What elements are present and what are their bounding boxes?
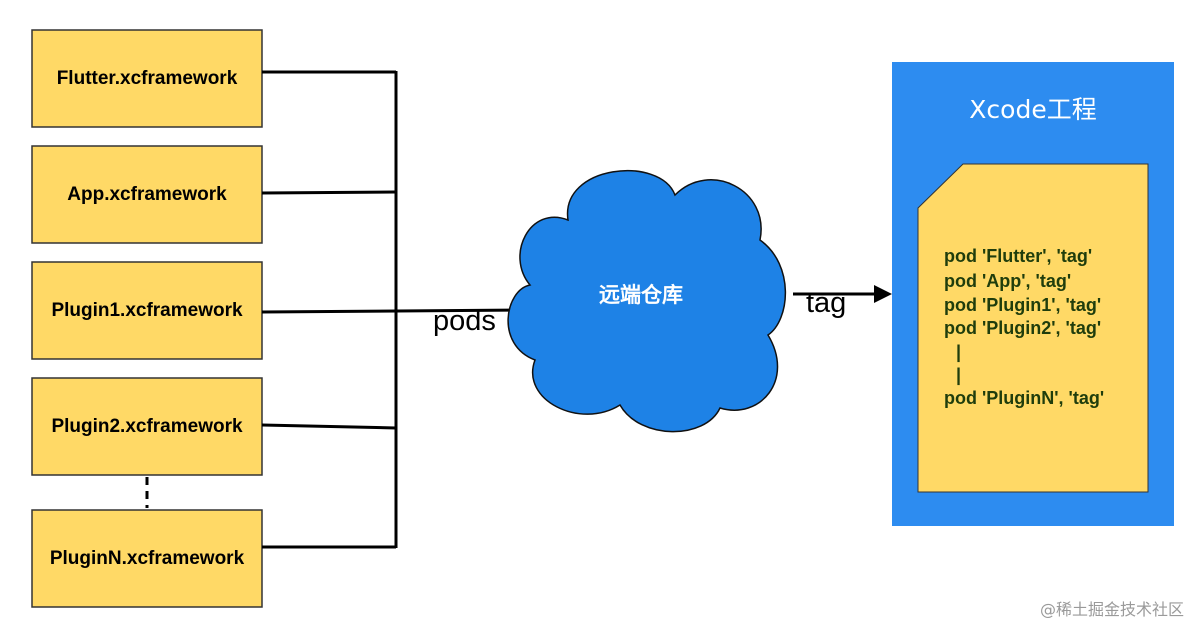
framework-box-flutter: Flutter.xcframework xyxy=(31,29,263,128)
framework-label: App.xcframework xyxy=(67,184,227,205)
framework-label: PluginN.xcframework xyxy=(50,548,245,569)
pods-edge-label: pods xyxy=(433,305,496,337)
podfile-line: pod 'Plugin2', 'tag' xyxy=(944,318,1101,338)
podfile-line: pod 'Flutter', 'tag' xyxy=(944,246,1092,266)
xcode-title: Xcode工程 xyxy=(969,95,1096,124)
podfile-line: pod 'PluginN', 'tag' xyxy=(944,388,1104,408)
podfile-line: | xyxy=(956,365,961,385)
framework-box-plugin2: Plugin2.xcframework xyxy=(31,377,263,476)
bracket-connector xyxy=(261,70,526,549)
tag-edge-label: tag xyxy=(806,287,846,319)
podfile-line: pod 'Plugin1', 'tag' xyxy=(944,295,1101,315)
podfile-line: pod 'App', 'tag' xyxy=(944,271,1071,291)
podfile-line: | xyxy=(956,342,961,362)
framework-box-pluginn: PluginN.xcframework xyxy=(31,509,263,608)
remote-repo-cloud: 远端仓库 xyxy=(507,169,787,433)
tag-arrow xyxy=(793,285,892,303)
framework-box-app: App.xcframework xyxy=(31,145,263,244)
watermark: @稀土掘金技术社区 xyxy=(1040,600,1184,619)
cloud-label: 远端仓库 xyxy=(599,283,683,307)
framework-box-plugin1: Plugin1.xcframework xyxy=(31,261,263,360)
framework-label: Plugin2.xcframework xyxy=(51,416,243,437)
podfile-document xyxy=(917,163,1149,493)
framework-label: Plugin1.xcframework xyxy=(51,300,243,321)
podfile-lines: pod 'Flutter', 'tag' pod 'App', 'tag' po… xyxy=(944,246,1104,408)
framework-label: Flutter.xcframework xyxy=(57,68,238,89)
xcode-project-panel: Xcode工程 pod 'Flutter', 'tag' pod 'App', … xyxy=(892,62,1174,526)
